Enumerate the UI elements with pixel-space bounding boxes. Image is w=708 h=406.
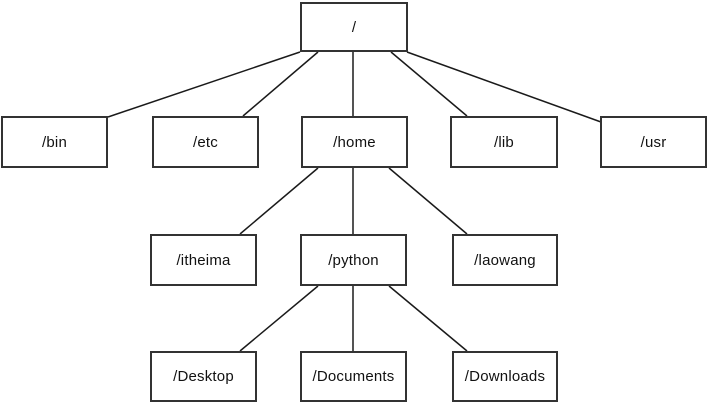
node-usr-label: /usr [640,133,667,151]
node-root: / [300,2,408,52]
node-usr: /usr [600,116,707,168]
edge-home-laowang [388,167,468,235]
node-root-label: / [351,18,357,36]
node-python: /python [300,234,407,286]
edge-home-itheima [239,167,319,235]
node-itheima: /itheima [150,234,257,286]
node-documents-label: /Documents [312,368,395,385]
edge-python-downloads [388,285,468,352]
node-python-label: /python [328,251,379,269]
node-desktop: /Desktop [150,351,257,402]
node-laowang-label: /laowang [474,251,536,269]
node-desktop-label: /Desktop [173,368,234,385]
node-bin-label: /bin [42,133,67,151]
node-etc: /etc [152,116,259,168]
node-etc-label: /etc [193,133,218,151]
node-itheima-label: /itheima [176,251,231,269]
edge-root-usr [406,51,602,123]
node-downloads-label: /Downloads [464,368,546,385]
edge-root-lib [390,51,468,117]
node-home-label: /home [333,133,376,151]
node-bin: /bin [1,116,108,168]
node-home: /home [301,116,408,168]
node-laowang: /laowang [452,234,558,286]
node-downloads: /Downloads [452,351,558,402]
node-documents: /Documents [300,351,407,402]
node-lib-label: /lib [494,133,514,151]
node-lib: /lib [450,116,558,168]
edge-python-desktop [239,285,319,352]
edge-root-etc [242,51,319,117]
edge-root-bin [107,51,301,118]
